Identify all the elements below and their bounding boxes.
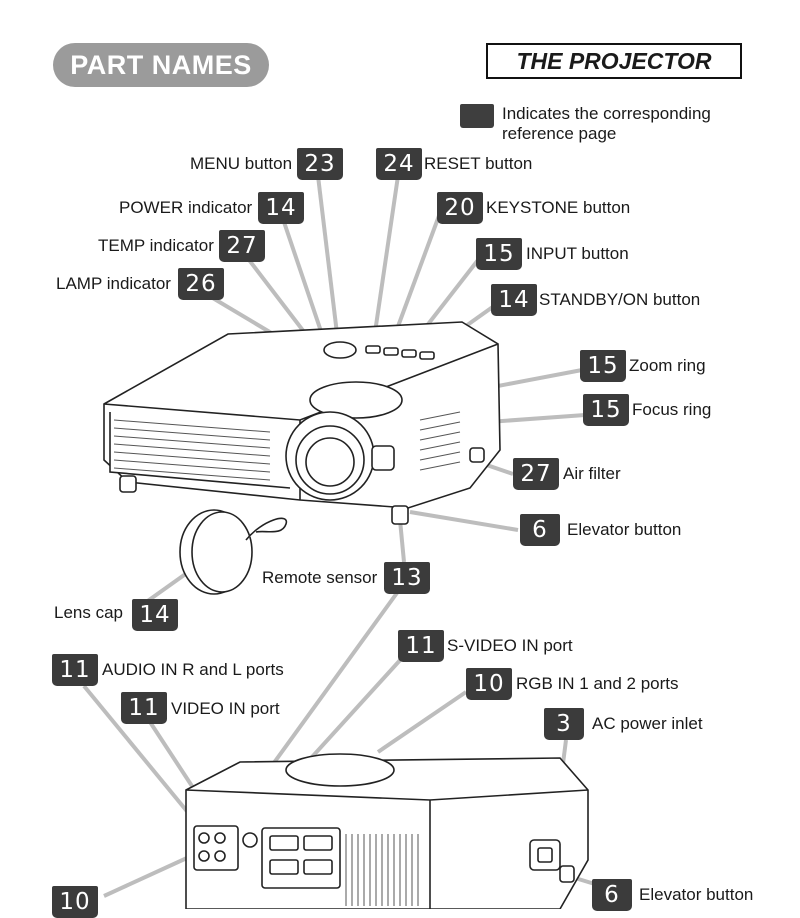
- page-badge-lens-cap: 14: [132, 599, 178, 631]
- book-icon: [460, 104, 494, 128]
- label-lens-cap: Lens cap: [54, 603, 123, 622]
- page-badge-zoom: 15: [580, 350, 626, 382]
- page-badge-elevator: 6: [520, 514, 560, 546]
- page-badge-svideo: 11: [398, 630, 444, 662]
- page-badge-air-filter: 27: [513, 458, 559, 490]
- page-badge-remote: 13: [384, 562, 430, 594]
- section-title: THE PROJECTOR: [486, 43, 742, 79]
- projector-rear-view: [185, 753, 589, 909]
- page-badge-focus: 15: [583, 394, 629, 426]
- label-input-button: INPUT button: [526, 244, 629, 263]
- page-badge-ac-power: 3: [544, 708, 584, 740]
- projector-top-view: [103, 321, 501, 525]
- label-elevator-button: Elevator button: [567, 520, 682, 539]
- page-badge-bottom-left: 10: [52, 886, 98, 918]
- page-badge-standby: 14: [491, 284, 537, 316]
- label-elevator-button-rear: Elevator button: [639, 885, 754, 904]
- label-rgb-ports: RGB IN 1 and 2 ports: [516, 674, 679, 693]
- page-badge-input: 15: [476, 238, 522, 270]
- label-ac-power-inlet: AC power inlet: [592, 714, 703, 733]
- label-menu-button: MENU button: [190, 154, 293, 173]
- page-badge-video: 11: [121, 692, 167, 724]
- label-video-port: VIDEO IN port: [171, 699, 280, 718]
- page-badge-elevator-rear: 6: [592, 879, 632, 911]
- label-remote-sensor: Remote sensor: [262, 568, 378, 587]
- label-lamp-indicator: LAMP indicator: [56, 274, 171, 293]
- page-badge-power: 14: [258, 192, 304, 224]
- page-title: PART NAMES: [53, 43, 269, 87]
- label-standby-button: STANDBY/ON button: [539, 290, 701, 309]
- page-badge-keystone: 20: [437, 192, 483, 224]
- page-badge-temp: 27: [219, 230, 265, 262]
- page-badge-rgb: 10: [466, 668, 512, 700]
- legend-text: Indicates the corresponding reference pa…: [502, 104, 711, 143]
- label-audio-ports: AUDIO IN R and L ports: [102, 660, 284, 679]
- page-badge-menu: 23: [297, 148, 343, 180]
- page-badge-audio: 11: [52, 654, 98, 686]
- page-badge-reset: 24: [376, 148, 422, 180]
- label-air-filter: Air filter: [563, 464, 621, 483]
- lens-cap: [179, 509, 288, 595]
- label-svideo-port: S-VIDEO IN port: [447, 636, 573, 655]
- label-reset-button: RESET button: [424, 154, 533, 173]
- label-focus-ring: Focus ring: [632, 400, 712, 419]
- label-zoom-ring: Zoom ring: [629, 356, 706, 375]
- label-temp-indicator: TEMP indicator: [98, 236, 214, 255]
- label-power-indicator: POWER indicator: [119, 198, 253, 217]
- page-badge-lamp: 26: [178, 268, 224, 300]
- label-keystone-button: KEYSTONE button: [486, 198, 631, 217]
